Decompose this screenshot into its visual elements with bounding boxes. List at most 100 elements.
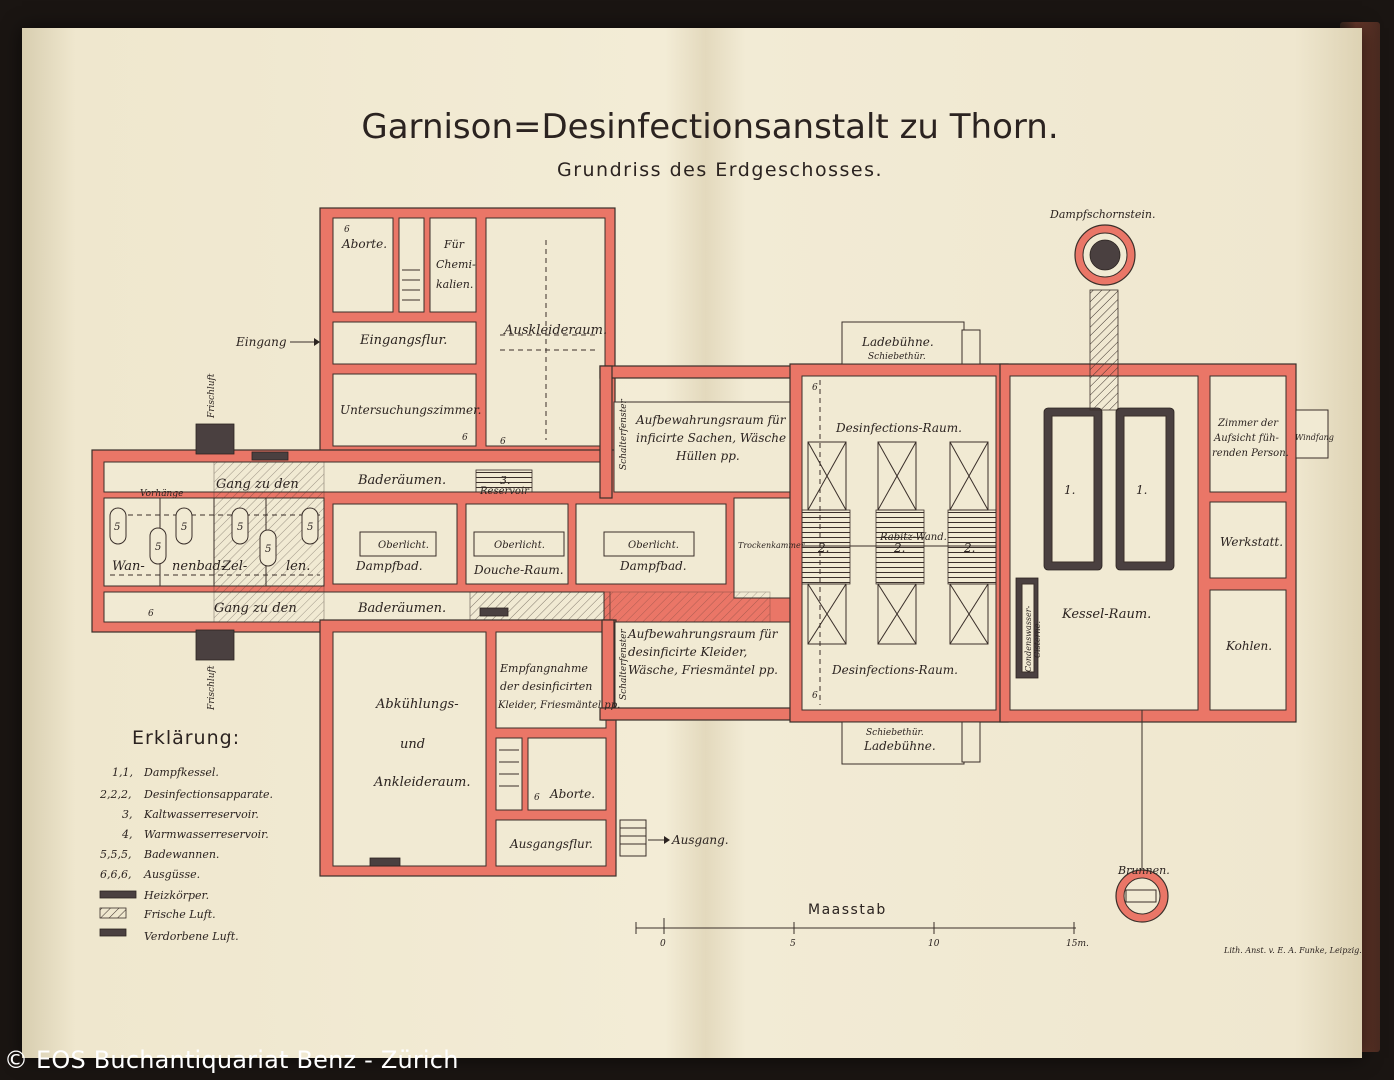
label-aufbewahrung-inf-3: Hüllen pp.: [675, 449, 740, 463]
label-baderaeume-top: Baderäumen.: [357, 473, 446, 488]
legend-num-1: 1,1,: [112, 766, 133, 779]
label-desinfections-raum-bottom: Desinfections-Raum.: [831, 663, 958, 677]
legend-symbol-1: Heizkörper.: [143, 889, 209, 902]
kessel-number-2: 1.: [1136, 483, 1147, 497]
legend-num-6: 6,6,6,: [100, 868, 132, 881]
label-aufbewahrung-inf-1: Aufbewahrungsraum für: [635, 413, 787, 427]
label-wannenbad-2: nenbad-: [172, 559, 225, 574]
label-eingang: Eingang: [235, 335, 287, 349]
label-douche-raum: Douche-Raum.: [473, 563, 564, 577]
ausguss-number-1: 6: [344, 225, 350, 235]
label-wannenbad-4: len.: [286, 559, 310, 574]
label-oberlicht-3: Oberlicht.: [628, 540, 679, 551]
ausguss-number-5: 6: [534, 793, 540, 803]
label-dampfbad-2: Dampfbad.: [619, 559, 687, 573]
legend-num-5: 5,5,5,: [100, 848, 132, 861]
bad-number-6: 5: [307, 522, 313, 533]
ausguss-number-4: 6: [148, 609, 154, 619]
label-schiebethuer-top: Schiebethür.: [868, 352, 926, 362]
label-oberlicht-1: Oberlicht.: [378, 540, 429, 551]
label-baderaeume-bottom: Baderäumen.: [357, 601, 446, 616]
plan-numbers: 1. 1. 2. 2. 2. 3. 5 5 5 5 5 5 6 6 6 6 6 …: [114, 225, 1147, 803]
disinfection-hall: [789, 321, 1009, 765]
label-ausgangsflur: Ausgangsflur.: [509, 837, 593, 851]
scale-tick-15: 15m.: [1066, 939, 1089, 949]
legend-heading: Erklärung:: [132, 727, 240, 749]
ausguss-number-2: 6: [462, 433, 468, 443]
label-untersuchungszimmer: Untersuchungszimmer.: [340, 403, 481, 417]
label-dampfbad-1: Dampfbad.: [355, 559, 423, 573]
label-aborte-bottom: Aborte.: [549, 787, 595, 801]
label-vorhaenge: Vorhänge: [140, 489, 183, 499]
scale-tick-5: 5: [790, 939, 796, 949]
copyright-watermark: © EOS Buchantiquariat Benz - Zürich: [4, 1046, 459, 1074]
label-empfangnahme-3: Kleider, Friesmäntel pp.: [497, 700, 620, 711]
label-eingangsflur: Eingangsflur.: [359, 333, 447, 348]
label-dampfschornstein: Dampfschornstein.: [1049, 208, 1155, 221]
label-gang-bottom: Gang zu den: [214, 601, 297, 616]
ausguss-number-3: 6: [500, 437, 506, 447]
apparat-number-1: 2.: [817, 541, 829, 555]
label-abkuehlung-3: Ankleideraum.: [373, 775, 470, 790]
label-auskleideraum: Auskleideraum.: [503, 323, 607, 338]
legend-label-6: Ausgüsse.: [143, 868, 200, 881]
scale-bar: Maasstab 0 5 10 15m.: [635, 902, 1089, 949]
label-brunnen: Brunnen.: [1117, 864, 1170, 877]
bad-number-5: 5: [265, 544, 271, 555]
legend-frische-luft-icon: [99, 907, 127, 919]
legend-label-3: Kaltwasserreservoir.: [143, 808, 259, 821]
label-kohlen: Kohlen.: [1225, 639, 1272, 653]
legend-symbol-3: Verdorbene Luft.: [144, 930, 239, 943]
label-rabitz-wand: Rabitz-Wand.: [879, 532, 947, 543]
label-gang-top: Gang zu den: [216, 477, 299, 492]
label-abkuehlung-2: und: [400, 737, 425, 752]
label-chemikalien-3: kalien.: [436, 278, 473, 291]
room-labels: Aborte. Für Chemi- kalien. Eingangsflur.…: [112, 208, 1334, 877]
label-werkstatt: Werkstatt.: [1220, 535, 1283, 549]
label-schalterfenster-top: Schalterfenster: [619, 398, 629, 470]
bad-number-3: 5: [181, 522, 187, 533]
apparat-number-3: 2.: [963, 541, 975, 555]
label-schiebethuer-bottom: Schiebethür.: [866, 728, 924, 738]
legend-label-2: Desinfectionsapparate.: [143, 788, 273, 801]
label-aufbewahrung-des-1: Aufbewahrungsraum für: [627, 627, 779, 641]
bad-number-4: 5: [237, 522, 243, 533]
legend-num-4: 4,: [121, 828, 133, 841]
label-desinfections-raum-top: Desinfections-Raum.: [835, 421, 962, 435]
bad-number-2: 5: [155, 542, 161, 553]
legend-num-2: 2,2,2,: [99, 788, 132, 801]
label-aborte-top: Aborte.: [341, 237, 387, 251]
legend-verdorbene-luft-icon: [99, 928, 127, 937]
scale-tick-10: 10: [928, 939, 940, 949]
scale-label: Maasstab: [808, 902, 887, 918]
label-zimmer-aufsicht-1: Zimmer der: [1217, 418, 1279, 429]
legend-label-1: Dampfkessel.: [143, 766, 219, 779]
label-schalterfenster-bottom: Schalterfenster: [619, 628, 629, 700]
legend-symbol-2: Frische Luft.: [143, 908, 216, 921]
label-aufbewahrung-des-2: desinficirte Kleider,: [628, 645, 747, 659]
left-south-block: [319, 619, 802, 877]
label-wannenbad-3: Zel-: [221, 559, 247, 574]
label-empfangnahme-1: Empfangnahme: [499, 662, 588, 675]
label-empfangnahme-2: der desinficirten: [500, 680, 592, 693]
label-chemikalien-1: Für: [443, 238, 465, 251]
label-condenswasser-1: Condenswasser-: [1024, 605, 1033, 672]
label-ladebuehne-top: Ladebühne.: [861, 335, 934, 349]
ausguss-number-7: 6: [812, 691, 818, 701]
ausguss-number-6: 6: [812, 383, 818, 393]
label-wannenbad-1: Wan-: [112, 559, 145, 574]
apparat-number-2: 2.: [893, 541, 905, 555]
kessel-number-1: 1.: [1064, 483, 1075, 497]
label-zimmer-aufsicht-3: renden Person.: [1212, 448, 1289, 459]
label-abkuehlung-1: Abkühlungs-: [375, 697, 459, 712]
label-windfang: Windfang: [1295, 433, 1334, 442]
label-reservoir: Reservoir: [479, 486, 530, 497]
label-condenswasser-2: Cisterne.: [1033, 621, 1042, 658]
label-kessel-raum: Kessel-Raum.: [1061, 607, 1151, 622]
label-ladebuehne-bottom: Ladebühne.: [863, 739, 936, 753]
label-aufbewahrung-des-3: Wäsche, Friesmäntel pp.: [628, 663, 778, 677]
plan-title: Garnison=Desinfectionsanstalt zu Thorn.: [361, 107, 1058, 147]
label-ausgang: Ausgang.: [671, 833, 729, 847]
label-frischluft-top: Frischluft: [207, 373, 217, 419]
